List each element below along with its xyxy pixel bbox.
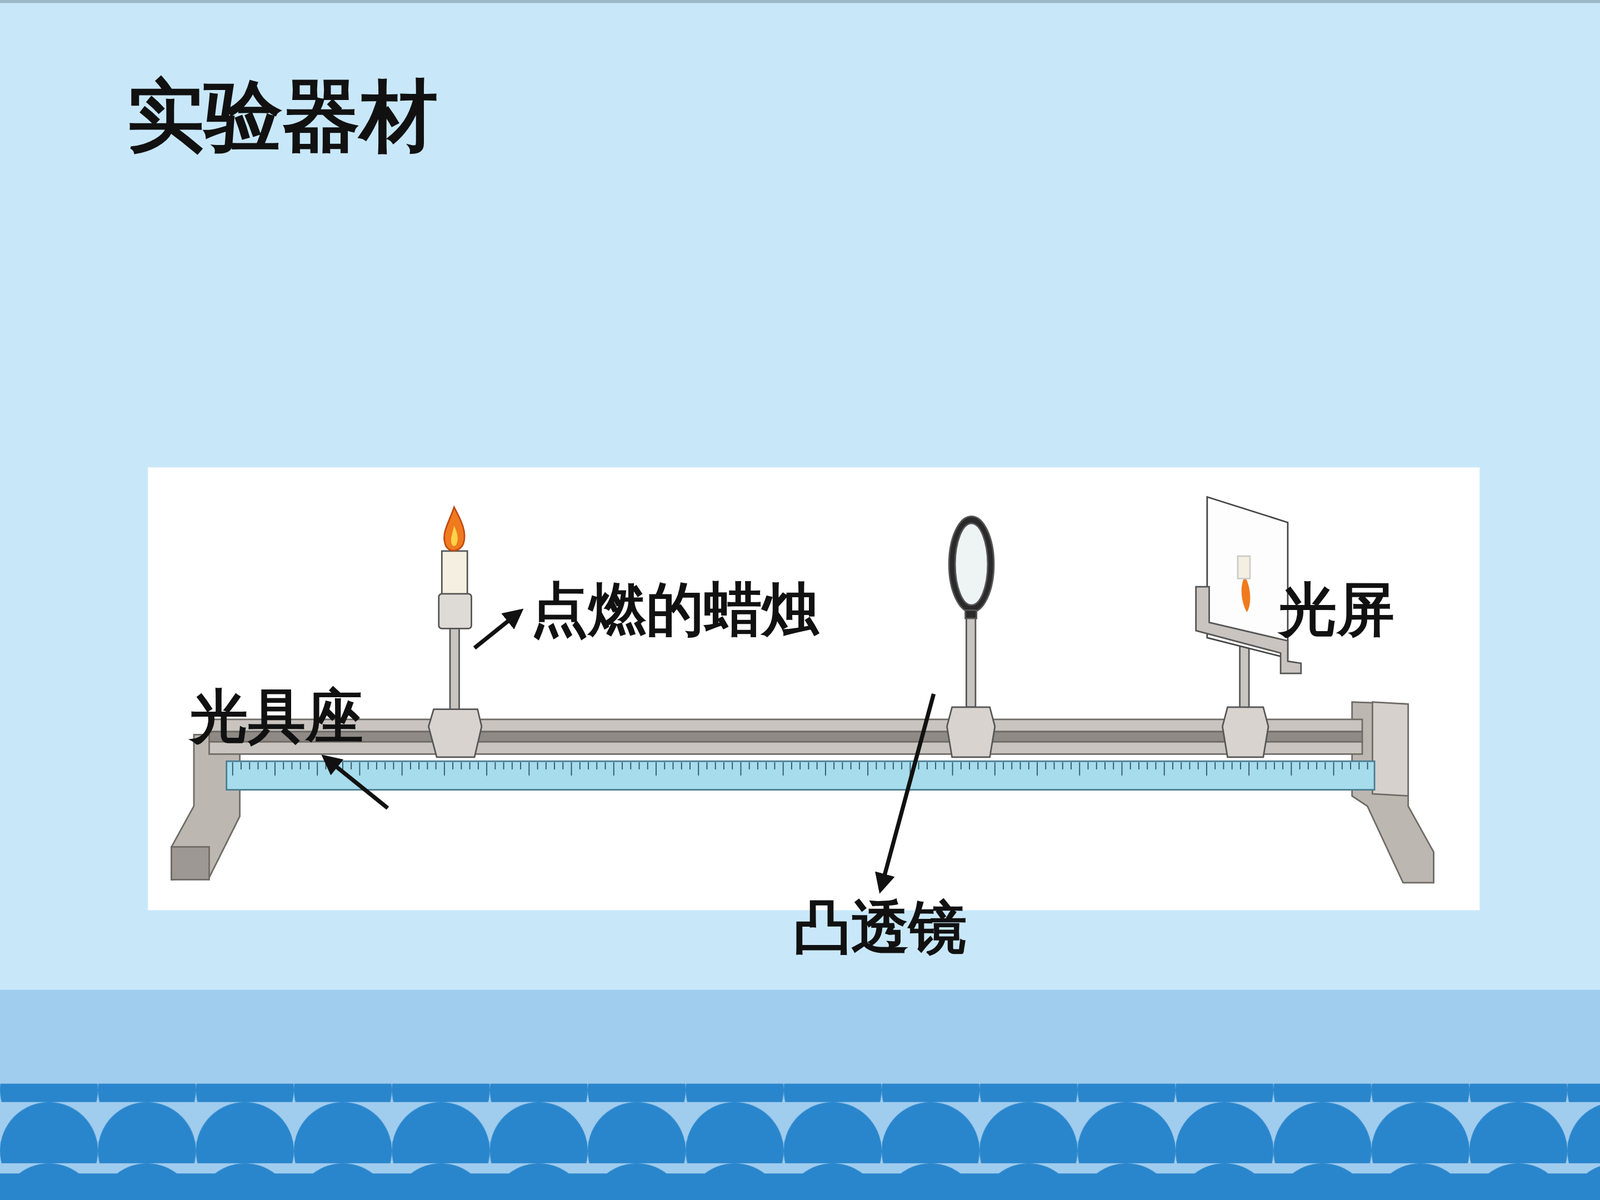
screen-label: 光屏 — [1278, 577, 1395, 642]
candle — [428, 507, 482, 758]
bench-label: 光具座 — [190, 684, 364, 748]
lens-label: 凸透镜 — [793, 895, 967, 959]
ruler-ticks — [232, 762, 1368, 776]
candle-label: 点燃的蜡烛 — [530, 577, 820, 642]
optical-bench — [209, 719, 1375, 790]
slide-title: 实验器材 — [126, 73, 438, 159]
white-panel — [147, 467, 1480, 910]
leader-lines — [324, 611, 934, 890]
wave-bumps — [0, 1083, 1600, 1200]
convex-lens — [946, 516, 995, 757]
